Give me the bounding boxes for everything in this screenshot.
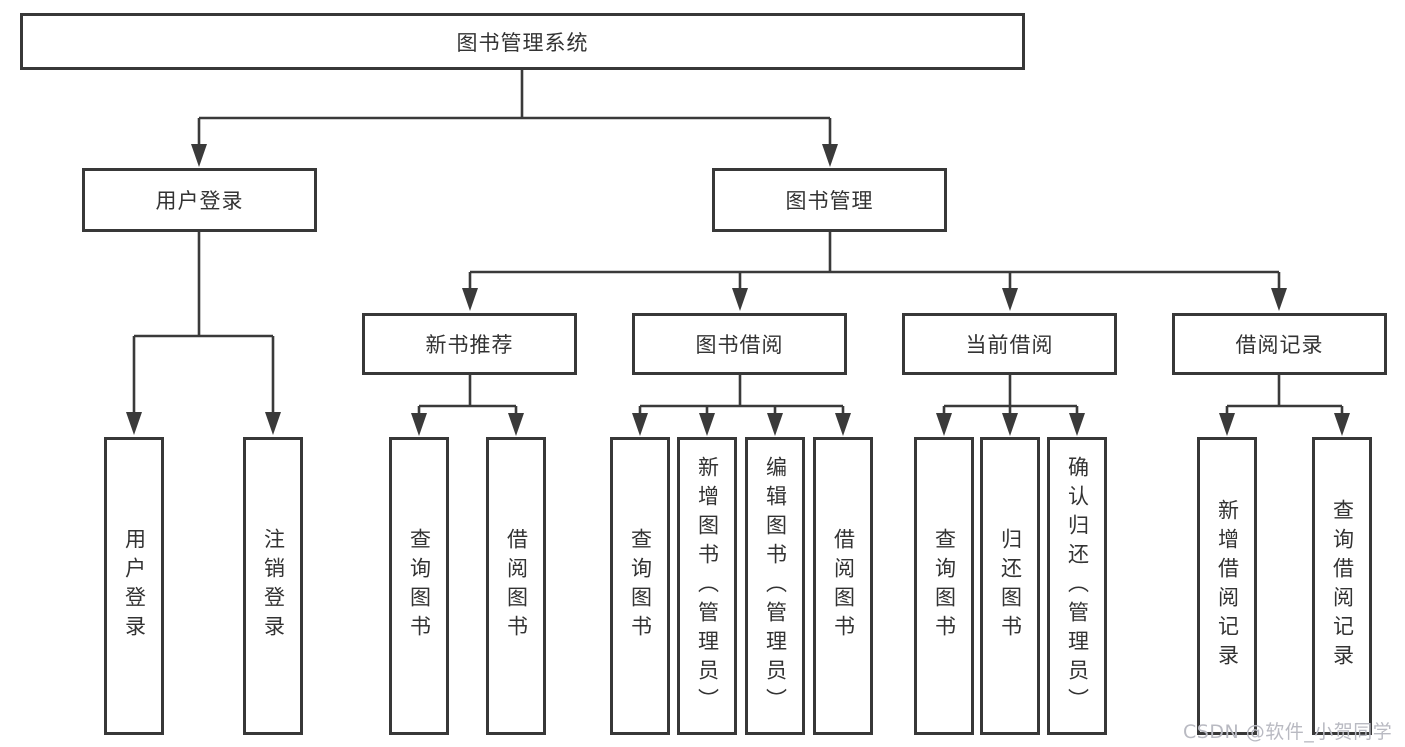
leaf-newrec-borrow-books: 借阅图书	[486, 437, 546, 735]
connector-borrow-records-to-leaves	[1219, 375, 1350, 436]
leaf-borrow-borrow-books: 借阅图书	[813, 437, 873, 735]
node-user-login: 用户登录	[82, 168, 317, 232]
node-library-management-system: 图书管理系统	[20, 13, 1025, 70]
leaf-current-confirm-return-admin: 确认归还（管理员）	[1047, 437, 1107, 735]
node-new-book-recommend-label: 新书推荐	[425, 333, 514, 357]
leaf-logout: 注销登录	[243, 437, 303, 735]
connector-new-book-rec-to-leaves	[411, 375, 524, 436]
leaf-newrec-borrow-books-label: 借阅图书	[504, 528, 529, 644]
watermark-text: CSDN @软件_小贺同学	[1183, 721, 1393, 743]
leaf-records-add-record: 新增借阅记录	[1197, 437, 1257, 735]
node-book-management-label: 图书管理	[785, 189, 874, 213]
leaf-user-login-label: 用户登录	[122, 528, 147, 644]
leaf-borrow-edit-books-admin-label: 编辑图书（管理员）	[763, 455, 788, 717]
node-user-login-label: 用户登录	[155, 189, 244, 213]
node-current-borrow-label: 当前借阅	[965, 333, 1054, 357]
leaf-borrow-borrow-books-label: 借阅图书	[831, 528, 856, 644]
leaf-current-return-books: 归还图书	[980, 437, 1040, 735]
leaf-current-query-books: 查询图书	[914, 437, 974, 735]
node-book-borrow-label: 图书借阅	[695, 333, 784, 357]
leaf-newrec-query-books-label: 查询图书	[407, 528, 432, 644]
leaf-borrow-add-books-admin-label: 新增图书（管理员）	[695, 455, 720, 717]
node-borrow-records: 借阅记录	[1172, 313, 1387, 375]
leaf-newrec-query-books: 查询图书	[389, 437, 449, 735]
connector-book-borrow-to-leaves	[632, 375, 851, 436]
node-book-borrow: 图书借阅	[632, 313, 847, 375]
leaf-records-add-record-label: 新增借阅记录	[1215, 499, 1240, 673]
leaf-user-login: 用户登录	[104, 437, 164, 735]
node-library-management-system-label: 图书管理系统	[456, 30, 589, 55]
leaf-logout-label: 注销登录	[261, 528, 286, 644]
leaf-borrow-add-books-admin: 新增图书（管理员）	[677, 437, 737, 735]
leaf-records-query-record-label: 查询借阅记录	[1330, 499, 1355, 673]
node-book-management: 图书管理	[712, 168, 947, 232]
leaf-current-query-books-label: 查询图书	[932, 528, 957, 644]
leaf-records-query-record: 查询借阅记录	[1312, 437, 1372, 735]
connector-root-to-level2	[191, 70, 838, 167]
node-current-borrow: 当前借阅	[902, 313, 1117, 375]
leaf-current-return-books-label: 归还图书	[998, 528, 1023, 644]
leaf-current-confirm-return-admin-label: 确认归还（管理员）	[1065, 455, 1090, 717]
leaf-borrow-edit-books-admin: 编辑图书（管理员）	[745, 437, 805, 735]
connector-current-borrow-to-leaves	[936, 375, 1085, 436]
leaf-borrow-query-books: 查询图书	[610, 437, 670, 735]
connector-user-login-to-leaves	[126, 232, 281, 435]
leaf-borrow-query-books-label: 查询图书	[628, 528, 653, 644]
node-borrow-records-label: 借阅记录	[1235, 333, 1324, 357]
node-new-book-recommend: 新书推荐	[362, 313, 577, 375]
connector-book-mgmt-to-level3	[462, 232, 1287, 311]
